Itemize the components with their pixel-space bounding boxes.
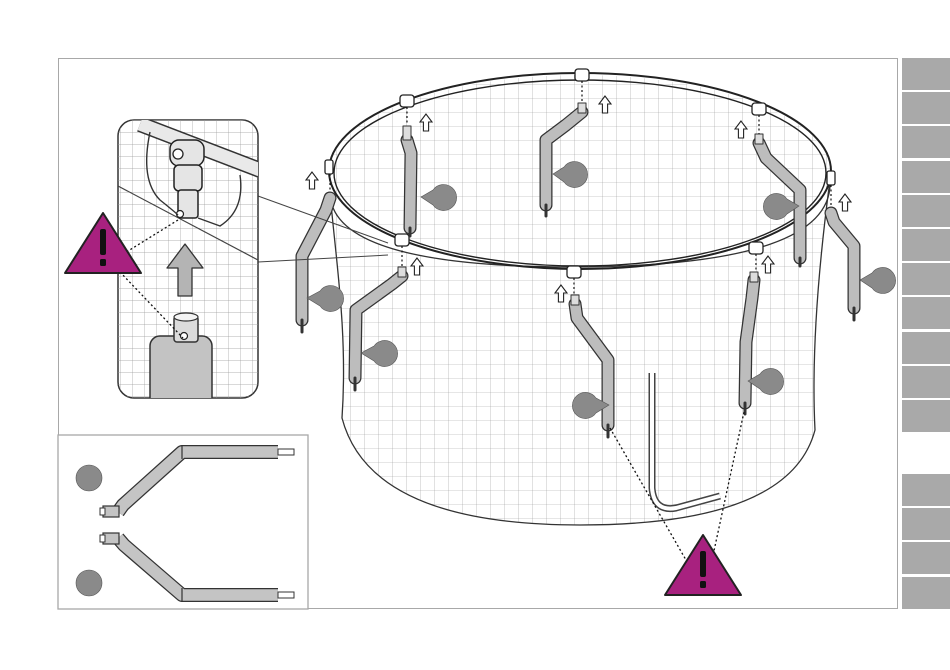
side-tab[interactable] (902, 366, 950, 398)
side-tab[interactable] (902, 126, 950, 158)
side-tab[interactable] (902, 577, 950, 609)
callout-marker (76, 570, 102, 596)
side-tab[interactable] (902, 508, 950, 540)
side-tab[interactable] (902, 542, 950, 574)
side-tab[interactable] (902, 400, 950, 432)
side-tab[interactable] (902, 195, 950, 227)
callout-marker (307, 286, 344, 312)
side-tab[interactable] (902, 161, 950, 193)
callout-marker (860, 268, 896, 294)
side-tab[interactable] (902, 297, 950, 329)
side-tab[interactable] (902, 229, 950, 261)
side-tab[interactable] (902, 332, 950, 364)
pole-types-inset (58, 435, 308, 609)
side-tab[interactable] (902, 92, 950, 124)
warning-triangle-icon (665, 535, 741, 595)
side-tab[interactable] (902, 474, 950, 506)
side-tab[interactable] (902, 263, 950, 295)
callout-marker (76, 465, 102, 491)
side-tab[interactable] (902, 58, 950, 90)
